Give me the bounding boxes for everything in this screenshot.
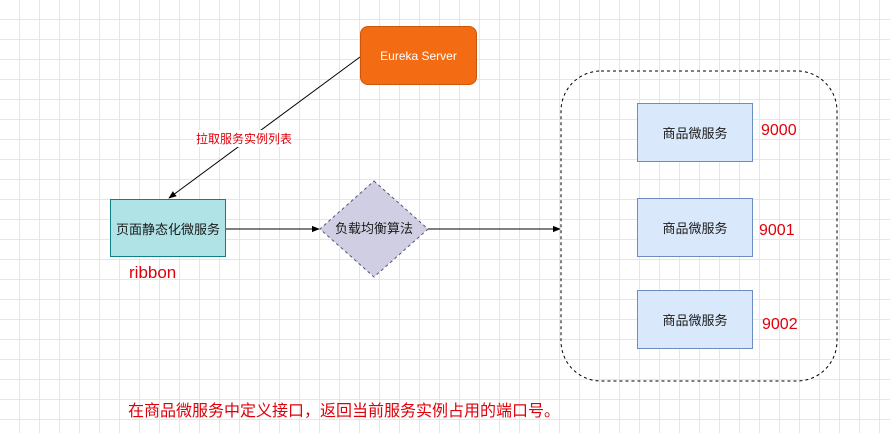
product-service-node-1[interactable]: 商品微服务 (637, 103, 753, 162)
product-service-port-1: 9000 (761, 122, 797, 139)
edge-eureka-to-static-service (168, 56, 361, 199)
product-service-port-3: 9002 (762, 316, 798, 333)
load-balancer-diamond (319, 180, 429, 278)
service-cluster-container (560, 70, 838, 382)
pull-instance-list-label: 拉取服务实例列表 (194, 130, 295, 147)
load-balancer-label: 负载均衡算法 (334, 222, 413, 237)
product-service-node-3[interactable]: 商品微服务 (637, 290, 753, 349)
ribbon-label: ribbon (129, 263, 177, 282)
product-service-node-2[interactable]: 商品微服务 (637, 198, 753, 257)
product-service-port-2: 9001 (759, 222, 795, 239)
footer-note: 在商品微服务中定义接口，返回当前服务实例占用的端口号。 (128, 401, 561, 420)
static-page-service-node[interactable]: 页面静态化微服务 (110, 199, 226, 257)
eureka-server-node[interactable]: Eureka Server (360, 26, 477, 85)
